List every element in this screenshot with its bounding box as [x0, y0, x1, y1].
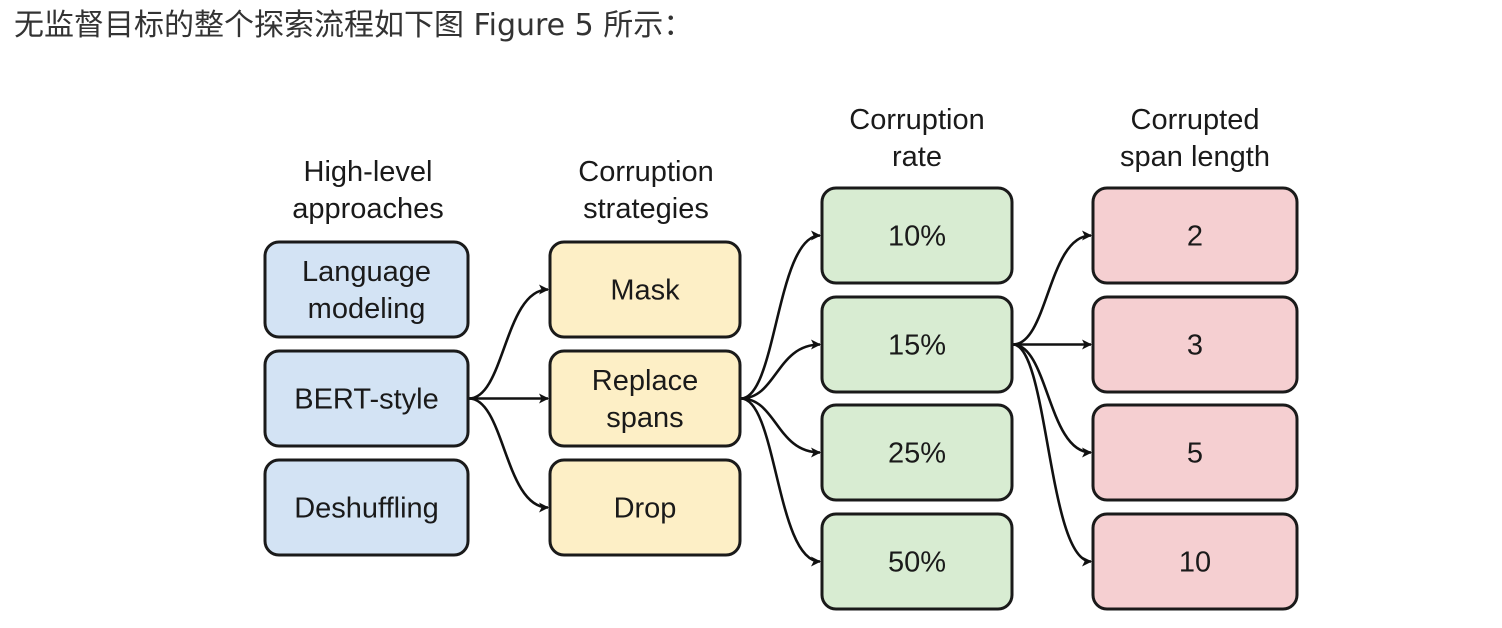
column-header-approaches: High-level approaches	[292, 156, 444, 225]
node-label-line-1: 10	[1179, 547, 1211, 579]
node-strategies-2: Replace spans	[548, 349, 742, 448]
node-label-line-1: Drop	[614, 493, 677, 525]
node-lengths-3: 5	[1091, 403, 1299, 502]
node-box	[820, 403, 1014, 502]
node-box	[820, 186, 1014, 285]
column-header-rates: Corruption rate	[849, 104, 984, 173]
node-label-line-1: Language	[302, 256, 431, 288]
arrow-strategies-to-rates-1	[740, 230, 821, 400]
arrow-strategies-to-rates-3	[740, 397, 821, 458]
column-header-lengths-line-1: Corrupted	[1131, 104, 1260, 136]
node-box	[263, 240, 470, 339]
node-box	[820, 295, 1014, 394]
column-header-approaches-line-2: approaches	[292, 193, 444, 225]
caption-text: 无监督目标的整个探索流程如下图 Figure 5 所示：	[14, 8, 694, 43]
node-strategies-3: Drop	[548, 458, 742, 557]
node-box	[820, 512, 1014, 611]
node-label-line-1: BERT-style	[294, 384, 439, 416]
node-label-line-1: Replace	[592, 365, 698, 397]
node-label-line-1: 5	[1187, 438, 1203, 470]
node-lengths-1: 2	[1091, 186, 1299, 285]
node-lengths-4: 10	[1091, 512, 1299, 611]
column-header-strategies-line-2: strategies	[583, 193, 709, 225]
arrow-strategies-to-rates-4	[740, 397, 821, 567]
node-rates-2: 15%	[820, 295, 1014, 394]
node-rates-3: 25%	[820, 403, 1014, 502]
node-approaches-2: BERT-style	[263, 349, 470, 448]
column-header-strategies-line-1: Corruption	[578, 156, 713, 188]
column-header-lengths: Corrupted span length	[1120, 104, 1270, 173]
node-box	[1091, 186, 1299, 285]
arrow-approaches-to-strategies-3	[468, 397, 549, 513]
node-label-line-1: 15%	[888, 330, 946, 362]
node-approaches-1: Language modeling	[263, 240, 470, 339]
column-header-lengths-line-2: span length	[1120, 141, 1270, 173]
column-header-rates-line-2: rate	[892, 141, 942, 173]
node-label-line-1: 3	[1187, 330, 1203, 362]
arrow-approaches-to-strategies-1	[468, 284, 549, 400]
node-box	[1091, 512, 1299, 611]
node-label-line-1: 10%	[888, 221, 946, 253]
node-box	[548, 240, 742, 339]
node-label-line-1: 50%	[888, 547, 946, 579]
node-label-line-2: spans	[606, 402, 683, 434]
node-label-line-1: Deshuffling	[294, 493, 439, 525]
node-box	[548, 458, 742, 557]
arrow-rates-to-lengths-3	[1012, 343, 1092, 458]
node-label-line-1: Mask	[610, 275, 680, 307]
node-label-line-1: 2	[1187, 221, 1203, 253]
node-approaches-3: Deshuffling	[263, 458, 470, 557]
node-lengths-2: 3	[1091, 295, 1299, 394]
column-header-strategies: Corruption strategies	[578, 156, 713, 225]
node-box	[263, 458, 470, 557]
arrow-rates-to-lengths-4	[1012, 343, 1092, 567]
node-label-line-2: modeling	[308, 293, 426, 325]
node-label-line-1: 25%	[888, 438, 946, 470]
column-header-rates-line-1: Corruption	[849, 104, 984, 136]
node-box	[548, 349, 742, 448]
node-rates-4: 50%	[820, 512, 1014, 611]
arrow-rates-to-lengths-1	[1012, 230, 1092, 346]
node-box	[1091, 403, 1299, 502]
node-strategies-1: Mask	[548, 240, 742, 339]
node-box	[1091, 295, 1299, 394]
column-header-approaches-line-1: High-level	[304, 156, 433, 188]
node-box	[263, 349, 470, 448]
node-rates-1: 10%	[820, 186, 1014, 285]
arrow-strategies-to-rates-2	[740, 339, 821, 400]
